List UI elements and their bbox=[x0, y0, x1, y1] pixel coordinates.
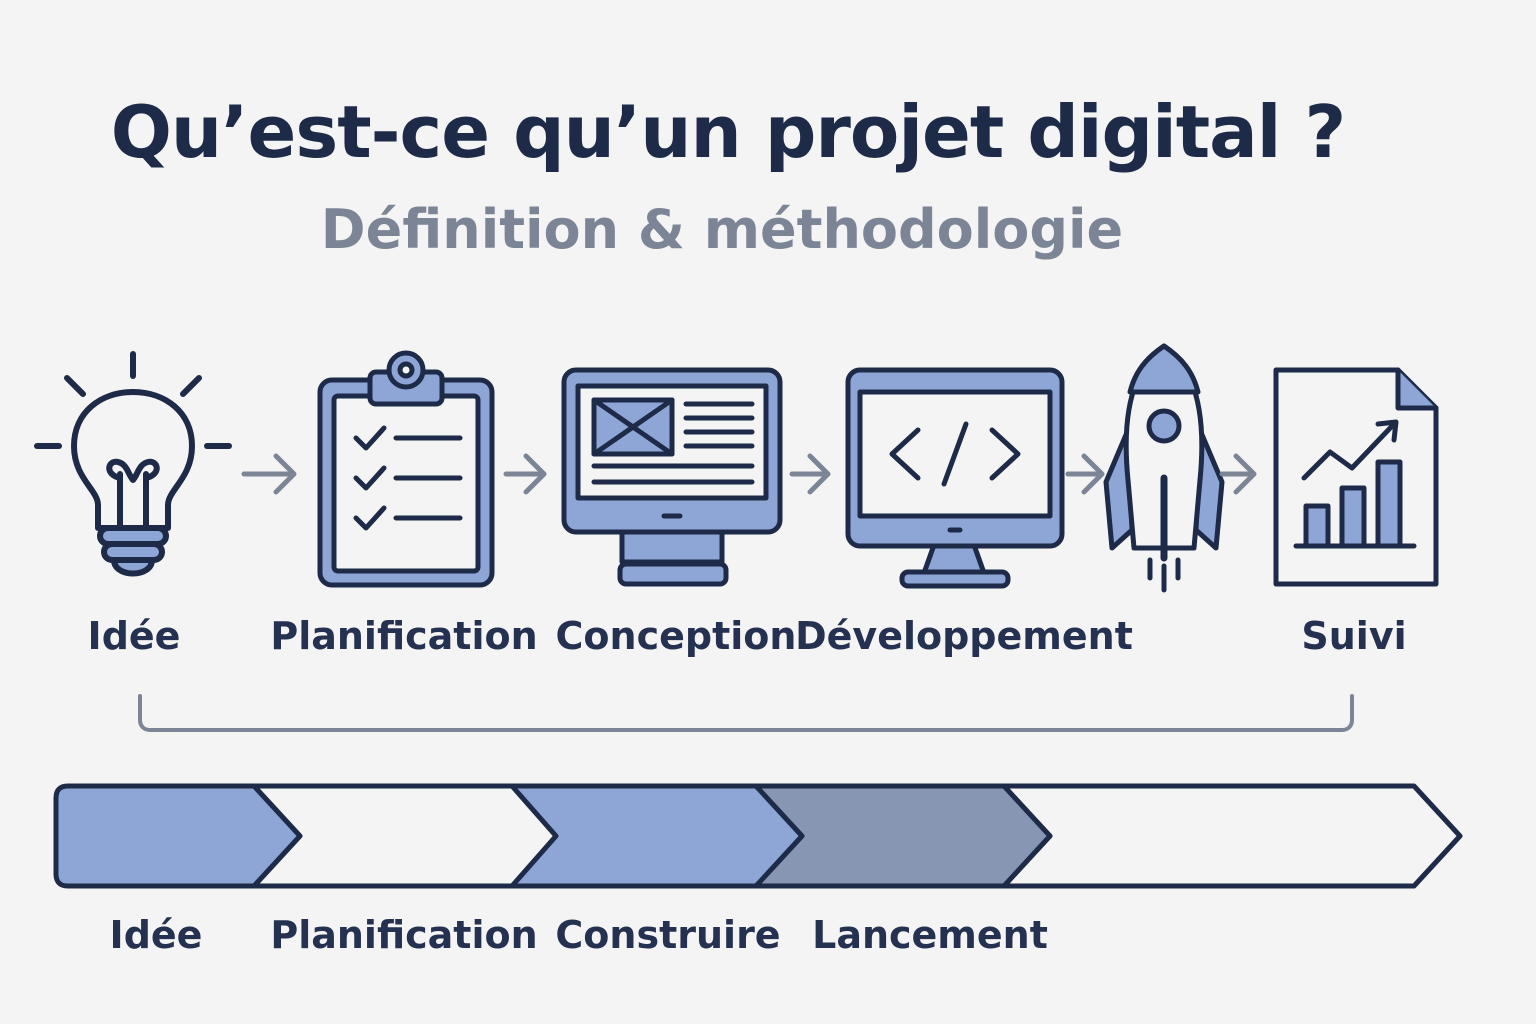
page-subtitle: Définition & méthodologie bbox=[320, 198, 1124, 261]
timeline-segment-lancement bbox=[756, 786, 1050, 886]
phase-label-lancement: Lancement bbox=[812, 913, 1048, 957]
timeline-outline bbox=[53, 783, 1463, 889]
step-label-conception: Conception bbox=[555, 614, 797, 658]
connector-arrows bbox=[241, 453, 1257, 495]
step-label-developpement: Développement bbox=[795, 614, 1133, 658]
step-label-idee: Idée bbox=[87, 614, 181, 658]
phase-label-idee: Idée bbox=[109, 913, 203, 957]
timeline-chevrons bbox=[252, 784, 1053, 888]
clipboard-checklist-icon bbox=[317, 350, 495, 588]
page-title: Qu’est-ce qu’un projet digital ? bbox=[110, 90, 1347, 174]
rocket-icon bbox=[1103, 343, 1225, 593]
monitor-code-icon bbox=[845, 367, 1065, 589]
timeline-segment-idee bbox=[56, 786, 300, 886]
monitor-wireframe-icon bbox=[561, 367, 783, 587]
cycle-bracket bbox=[138, 694, 1354, 732]
phase-label-planification: Planification bbox=[270, 913, 538, 957]
step-label-planification: Planification bbox=[270, 614, 538, 658]
step-label-suivi: Suivi bbox=[1301, 614, 1407, 658]
phase-label-construire: Construire bbox=[555, 913, 781, 957]
lightbulb-icon bbox=[34, 351, 232, 577]
growth-report-icon bbox=[1273, 367, 1439, 587]
phase-timeline-bar bbox=[53, 783, 1463, 889]
process-icons bbox=[34, 343, 1439, 593]
timeline-segment-construire bbox=[512, 786, 802, 886]
